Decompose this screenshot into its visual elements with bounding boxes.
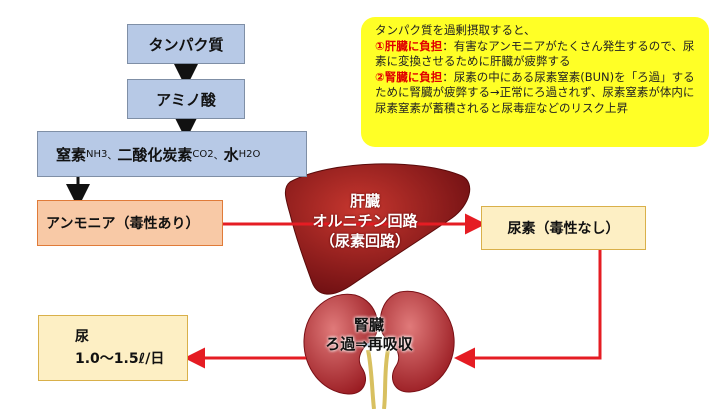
note-point-1-text: ：有害なアンモニアがたくさん発生するので、尿素に変換させるために肝臓が疲弊する — [375, 38, 695, 69]
liver-title: 肝臓 — [349, 192, 380, 210]
co2-label: 二酸化炭素 — [117, 145, 193, 164]
urine-amount: 1.0〜1.5ℓ/日 — [75, 351, 165, 367]
urine-label: 尿 — [75, 329, 89, 345]
amino-acid-box: アミノ酸 — [127, 79, 245, 119]
liver-caption: 肝臓 オルニチン回路 （尿素回路） — [300, 191, 430, 251]
explanation-note: タンパク質を過剰摂取すると、 ①肝臓に負担：有害なアンモニアがたくさん発生するの… — [361, 17, 709, 147]
note-intro: タンパク質を過剰摂取すると、 — [375, 23, 536, 37]
co2-formula: CO2 — [192, 148, 214, 160]
urine-box: 尿 1.0〜1.5ℓ/日 — [38, 315, 188, 381]
kidney-title: 腎臓 — [353, 316, 384, 334]
nitrogen-label: 窒素 — [56, 145, 87, 164]
kidney-caption: 腎臓 ろ過⇒再吸収 — [310, 316, 428, 354]
kidney-image — [303, 290, 455, 409]
protein-box: タンパク質 — [127, 24, 245, 64]
h2o-formula: H2O — [238, 148, 261, 160]
amino-acid-label: アミノ酸 — [156, 90, 216, 109]
note-point-2: ②腎臓に負担：尿素の中にある尿素窒素(BUN)を「ろ過」するために腎臓が疲弊する… — [375, 70, 701, 117]
protein-label: タンパク質 — [148, 35, 224, 54]
ornithine-cycle-label: オルニチン回路 — [312, 212, 418, 230]
water-label: 水 — [223, 145, 239, 164]
ammonia-box: アンモニア（毒性あり） — [37, 200, 223, 246]
note-point-1-title: ①肝臓に負担 — [375, 38, 443, 53]
filtration-label: ろ過⇒再吸収 — [325, 335, 413, 353]
ammonia-label: アンモニア（毒性あり） — [46, 216, 200, 232]
note-point-2-title: ②腎臓に負担 — [375, 69, 443, 84]
urea-box: 尿素（毒性なし） — [481, 206, 646, 250]
separator: 、 — [107, 150, 118, 162]
note-point-1: ①肝臓に負担：有害なアンモニアがたくさん発生するので、尿素に変換させるために肝臓… — [375, 39, 701, 70]
urea-cycle-label: （尿素回路） — [319, 232, 410, 250]
note-point-2-text: ：尿素の中にある尿素窒素(BUN)を「ろ過」するために腎臓が疲弊する→正常にろ過… — [375, 69, 695, 115]
nh3-formula: NH3 — [86, 148, 108, 160]
arrow-urea-to-kidney — [454, 250, 602, 369]
liver-image — [284, 163, 471, 295]
separator: 、 — [213, 150, 224, 162]
urea-label: 尿素（毒性なし） — [507, 221, 620, 237]
